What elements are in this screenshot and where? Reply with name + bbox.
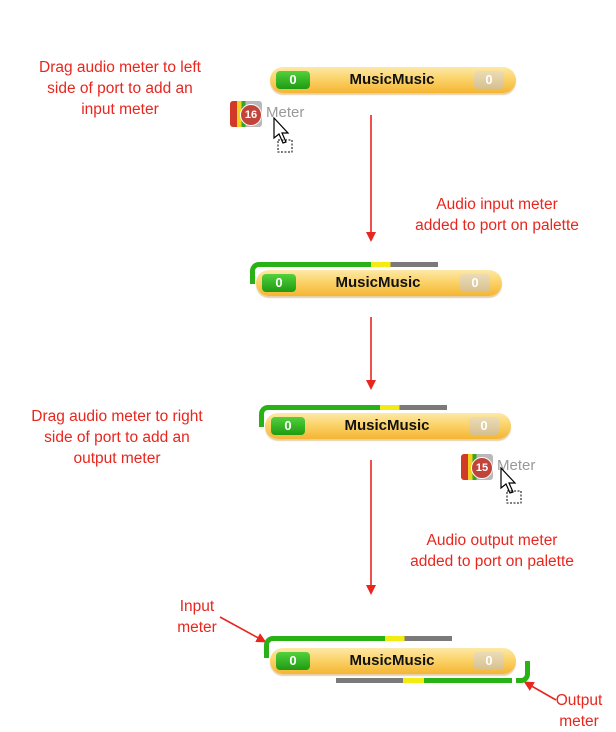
drag-cursor-icon	[273, 116, 293, 153]
output-meter-pointer	[523, 681, 557, 701]
output-meter-callout: Output meter	[555, 692, 603, 730]
meter-tool-2[interactable]: 15 Meter	[461, 454, 581, 514]
meter-number: 15	[471, 457, 493, 479]
out-value-badge: 0	[474, 71, 504, 89]
step4-note: Audio output meter added to port on pale…	[410, 532, 574, 570]
input-meter-hook	[264, 636, 278, 658]
input-meter-hook	[259, 405, 273, 427]
input-meter-bar	[276, 636, 452, 641]
port-step4[interactable]: 0 MusicMusic 0	[270, 648, 516, 674]
input-meter-bar	[262, 262, 438, 267]
out-value-badge: 0	[474, 652, 504, 670]
in-value-badge: 0	[276, 71, 310, 89]
port-step1[interactable]: 0 MusicMusic 0	[270, 67, 516, 93]
port-name: MusicMusic	[335, 274, 421, 291]
port-name: MusicMusic	[344, 417, 430, 434]
step1-note: Drag audio meter to left side of port to…	[39, 59, 201, 118]
input-meter-pointer	[219, 616, 267, 643]
output-meter-hook	[516, 661, 530, 683]
meter-number: 16	[240, 104, 262, 126]
meter-tool-1[interactable]: 16 Meter	[230, 101, 350, 161]
port-step2[interactable]: 0 MusicMusic 0	[256, 270, 502, 296]
drag-cursor-icon	[500, 466, 522, 504]
out-value-badge: 0	[469, 417, 499, 435]
out-value-badge: 0	[460, 274, 490, 292]
in-value-badge: 0	[271, 417, 305, 435]
port-step3[interactable]: 0 MusicMusic 0	[265, 413, 511, 439]
input-meter-bar	[271, 405, 447, 410]
meter-label: Meter	[266, 104, 305, 121]
step3-note: Drag audio meter to right side of port t…	[31, 408, 203, 467]
input-meter-hook	[250, 262, 264, 284]
output-meter-bar	[336, 678, 512, 683]
in-value-badge: 0	[262, 274, 296, 292]
input-meter-callout: Input meter	[177, 598, 217, 636]
step2-note: Audio input meter added to port on palet…	[415, 196, 579, 234]
port-name: MusicMusic	[349, 71, 435, 88]
port-name: MusicMusic	[349, 652, 435, 669]
meter-label: Meter	[497, 457, 536, 474]
in-value-badge: 0	[276, 652, 310, 670]
